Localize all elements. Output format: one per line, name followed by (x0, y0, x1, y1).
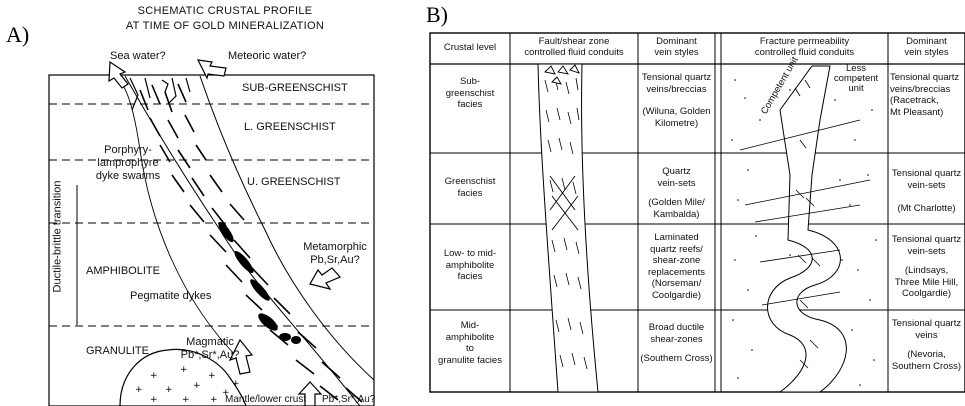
row1-vein-style-2: Tensional quartz veins/breccias (Racetra… (888, 72, 965, 118)
row1-level-line: Sub- (430, 76, 510, 88)
row2-vein2-line: vein-sets (888, 180, 965, 192)
header-fault-line2: controlled fluid conduits (510, 47, 638, 58)
less-competent-unit-label: Less competent unit (826, 64, 886, 94)
header-vein2-line1: Dominant (888, 36, 965, 47)
row4-vein1-line (638, 345, 715, 353)
row3-vein1-line: Coolgardie) (638, 290, 715, 302)
header-frac-line1: Fracture permeability (721, 36, 888, 47)
row2-vein1-line: Quartz (638, 166, 715, 178)
row1-vein2-line: (Racetrack, (890, 95, 965, 107)
row3-vein1-line: Laminated (638, 232, 715, 244)
row4-crustal-level: Mid- amphibolite to granulite facies (430, 320, 510, 366)
row1-vein1-line: Tensional quartz (638, 72, 715, 84)
row1-vein1-line: veins/breccias (638, 84, 715, 96)
row4-level-line: granulite facies (430, 355, 510, 367)
row3-vein2-line: vein-sets (888, 246, 965, 258)
row4-vein1-line: Broad ductile (638, 322, 715, 334)
row1-crustal-level: Sub- greenschist facies (430, 76, 510, 111)
row3-level-line: facies (430, 271, 510, 283)
row1-vein2-line: Tensional quartz (890, 72, 965, 84)
row1-vein1-line: Kilometre) (638, 118, 715, 130)
row4-vein2-line (888, 341, 965, 349)
row3-vein-style-2: Tensional quartz vein-sets (Lindsays, Th… (888, 234, 965, 300)
row4-level-line: to (430, 343, 510, 355)
header-frac-line2: controlled fluid conduits (721, 47, 888, 58)
row1-vein2-line: veins/breccias (890, 84, 965, 96)
row2-vein2-line (888, 191, 965, 203)
row1-vein-style: Tensional quartz veins/breccias (Wiluna,… (638, 72, 715, 129)
header-vein2-line2: vein styles (888, 47, 965, 58)
header-vein-styles-2: Dominant vein styles (888, 36, 965, 58)
row4-vein1-line: (Southern Cross) (638, 353, 715, 365)
row3-vein2-line: (Lindsays, (888, 265, 965, 277)
header-fault-line1: Fault/shear zone (510, 36, 638, 47)
header-fracture-permeability: Fracture permeability controlled fluid c… (721, 36, 888, 58)
row4-level-line: amphibolite (430, 332, 510, 344)
row3-vein2-line: Tensional quartz (888, 234, 965, 246)
row2-crustal-level: Greenschist facies (430, 176, 510, 199)
row3-crustal-level: Low- to mid- amphibolite facies (430, 248, 510, 283)
row1-vein1-line (638, 95, 715, 106)
row1-vein2-line: Mt Pleasant) (890, 107, 965, 119)
row2-vein2-line: (Mt Charlotte) (888, 203, 965, 215)
row3-vein-style: Laminated quartz reefs/ shear-zone repla… (638, 232, 715, 301)
row2-level-line: Greenschist (430, 176, 510, 188)
header-fault-shear-zone: Fault/shear zone controlled fluid condui… (510, 36, 638, 58)
row4-vein1-line: shear-zones (638, 334, 715, 346)
row4-vein-style-2: Tensional quartz veins (Nevoria, Souther… (888, 318, 965, 372)
row4-vein-style: Broad ductile shear-zones (Southern Cros… (638, 322, 715, 365)
row2-level-line: facies (430, 188, 510, 200)
row2-vein1-line: (Golden Mile/ (638, 197, 715, 209)
row4-vein2-line: (Nevoria, (888, 349, 965, 361)
row2-vein1-line: Kambalda) (638, 209, 715, 221)
row1-level-line: greenschist (430, 88, 510, 100)
row3-vein2-line (888, 257, 965, 265)
row3-vein2-line: Coolgardie) (888, 288, 965, 300)
header-vein1-line2: vein styles (638, 47, 715, 58)
row2-vein-style: Quartz vein-sets (Golden Mile/ Kambalda) (638, 166, 715, 220)
row3-level-line: Low- to mid- (430, 248, 510, 260)
row1-level-line: facies (430, 99, 510, 111)
row2-vein1-line (638, 189, 715, 197)
row3-vein2-line: Three Mile Hill, (888, 277, 965, 289)
row4-vein2-line: veins (888, 330, 965, 342)
header-vein-styles-1: Dominant vein styles (638, 36, 715, 58)
row1-vein1-line: (Wiluna, Golden (638, 106, 715, 118)
row2-vein1-line: vein-sets (638, 178, 715, 190)
row4-level-line: Mid- (430, 320, 510, 332)
row3-vein1-line: (Norseman/ (638, 278, 715, 290)
less-competent-line3: unit (826, 84, 886, 94)
header-vein1-line1: Dominant (638, 36, 715, 47)
row3-vein1-line: replacements (638, 267, 715, 279)
header-crustal-level: Crustal level (430, 42, 510, 53)
row3-level-line: amphibolite (430, 260, 510, 272)
row3-vein1-line: shear-zone (638, 255, 715, 267)
row4-vein2-line: Southern Cross) (888, 361, 965, 373)
row4-vein2-line: Tensional quartz (888, 318, 965, 330)
row2-vein2-line: Tensional quartz (888, 168, 965, 180)
row3-vein1-line: quartz reefs/ (638, 244, 715, 256)
row2-vein-style-2: Tensional quartz vein-sets (Mt Charlotte… (888, 168, 965, 215)
